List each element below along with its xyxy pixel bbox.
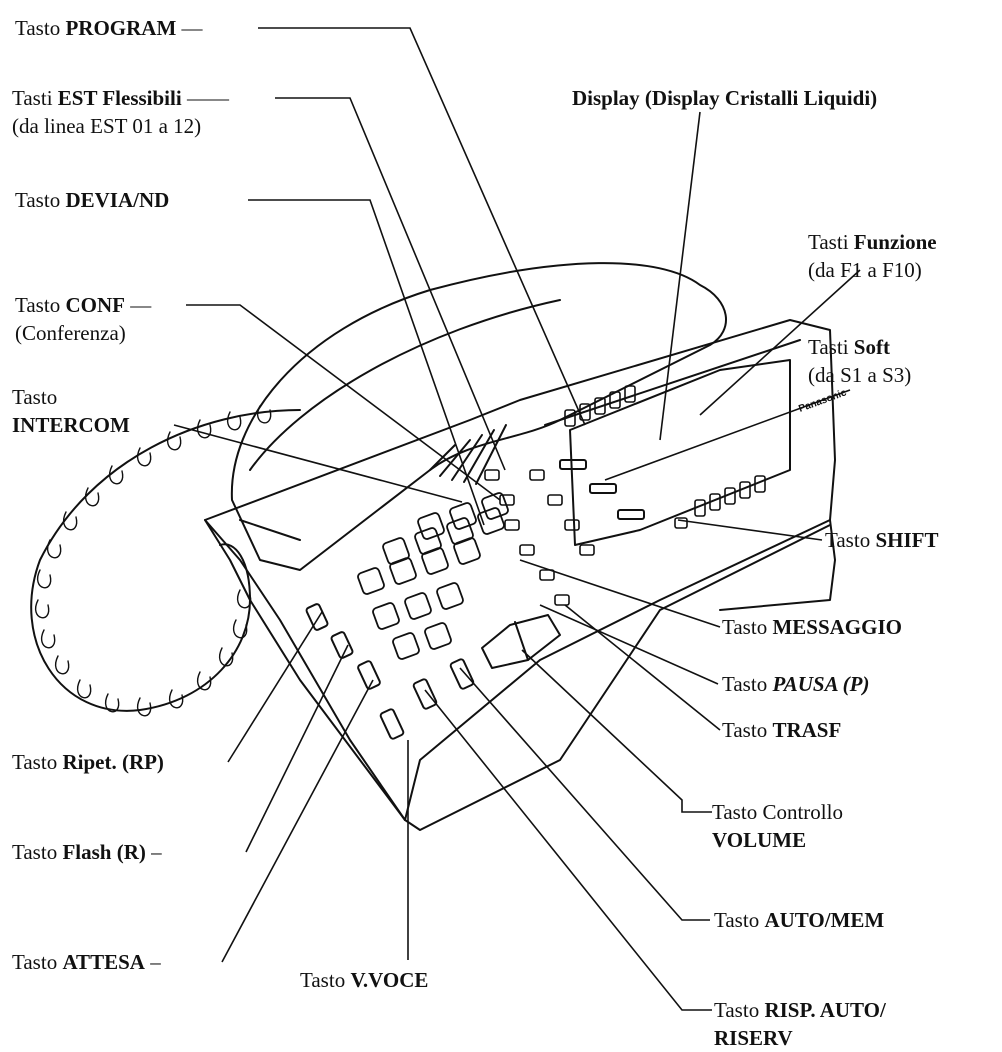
label-vvoce: Tasto V.VOCE <box>300 968 429 992</box>
label-auto-mem: Tasto AUTO/MEM <box>714 908 885 932</box>
label-flash: Tasto Flash (R) – <box>12 840 162 864</box>
label-messaggio: Tasto MESSAGGIO <box>722 615 902 639</box>
volume-rocker <box>481 614 561 669</box>
label-risp-auto: Tasto RISP. AUTO/ RISERV <box>714 998 886 1050</box>
label-ripet: Tasto Ripet. (RP) <box>12 750 164 774</box>
label-trasf: Tasto TRASF <box>722 718 842 742</box>
lcd-display <box>569 359 791 546</box>
label-program: Tasto PROGRAM — <box>15 16 203 40</box>
label-devia: Tasto DEVIA/ND <box>15 188 170 212</box>
handset <box>230 262 727 571</box>
label-est-flessibili: Tasti EST Flessibili —— (da linea EST 01… <box>12 86 229 138</box>
label-pausa: Tasto PAUSA (P) <box>722 672 870 696</box>
label-attesa: Tasto ATTESA – <box>12 950 161 974</box>
speaker-grille <box>429 424 507 485</box>
phone-base <box>204 319 836 821</box>
brand-mark: Panasonic <box>797 387 848 415</box>
function-keys <box>564 385 766 529</box>
label-shift: Tasto SHIFT <box>825 528 939 552</box>
label-volume: Tasto Controllo VOLUME <box>712 800 843 852</box>
label-conf: Tasto CONF — (Conferenza) <box>15 293 152 345</box>
label-soft: Tasti Soft (da S1 a S3) <box>808 335 912 387</box>
leader-lines <box>173 27 861 1011</box>
keypad <box>357 492 509 660</box>
label-funzione: Tasti Funzione (da F1 a F10) <box>808 230 937 282</box>
label-display: Display (Display Cristalli Liquidi) <box>572 86 878 110</box>
flexible-keys <box>484 469 595 606</box>
label-intercom: Tasto INTERCOM <box>12 385 130 437</box>
